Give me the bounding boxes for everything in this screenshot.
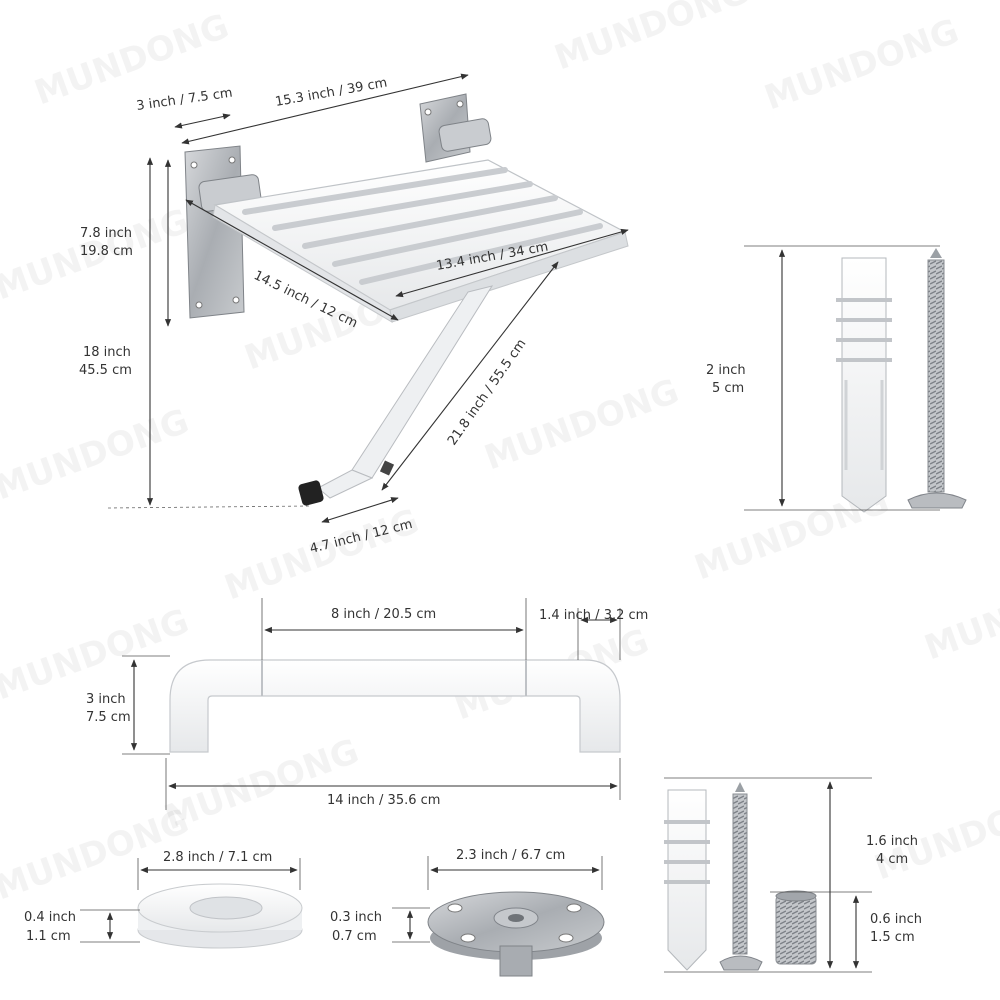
watermark: MUNDONG [219, 501, 424, 608]
watermark: MUNDONG [479, 371, 684, 478]
seat-total-height-cm: 45.5 cm [79, 363, 132, 378]
short-screw-inch: 0.6 inch [870, 912, 922, 927]
long-screw-inch: 1.6 inch [866, 834, 918, 849]
plate-thickness-inch: 0.3 inch [330, 910, 382, 925]
mount-plate-illustration [427, 891, 605, 977]
ring-cover-dimensions: 2.8 inch / 7.1 cm 0.4 inch 1.1 cm [24, 850, 301, 944]
watermark: MUNDONG [919, 561, 1000, 668]
plate-diameter-label: 2.3 inch / 6.7 cm [456, 848, 565, 863]
large-anchor-dimensions: 2 inch 5 cm [706, 245, 940, 511]
ring-thickness-inch: 0.4 inch [24, 910, 76, 925]
seat-small-width-label: 3 inch / 7.5 cm [135, 86, 233, 114]
seat-upper-height-inch: 7.8 inch [80, 226, 132, 241]
ring-diameter-label: 2.8 inch / 7.1 cm [163, 850, 272, 865]
plate-thickness-cm: 0.7 cm [332, 929, 377, 944]
anchor-height-inch: 2 inch [706, 363, 746, 378]
mount-plate-dimensions: 2.3 inch / 6.7 cm 0.3 inch 0.7 cm [330, 848, 603, 944]
screw-set-dimensions: 1.6 inch 4 cm 0.6 inch 1.5 cm [664, 777, 922, 973]
screw-set-illustration [664, 782, 817, 971]
handle-height-cm: 7.5 cm [86, 710, 131, 725]
watermark: MUNDONG [759, 11, 964, 118]
anchor-height-cm: 5 cm [712, 381, 744, 396]
handle-end-length: 1.4 inch / 3.2 cm [539, 608, 648, 623]
watermark: MUNDONG [0, 401, 194, 508]
long-screw-cm: 4 cm [876, 852, 908, 867]
large-anchor-screw-illustration [836, 248, 967, 513]
grab-handle-dimensions: 8 inch / 20.5 cm 1.4 inch / 3.2 cm 3 inc… [86, 598, 648, 810]
grab-handle-illustration [169, 659, 621, 753]
short-screw-cm: 1.5 cm [870, 930, 915, 945]
ring-cover-illustration [137, 883, 303, 949]
handle-height-inch: 3 inch [86, 692, 126, 707]
watermark: MUNDONG [549, 0, 754, 78]
handle-grip-length: 8 inch / 20.5 cm [331, 607, 436, 622]
handle-total-length: 14 inch / 35.6 cm [327, 793, 440, 808]
ring-thickness-cm: 1.1 cm [26, 929, 71, 944]
seat-total-height-inch: 18 inch [83, 345, 131, 360]
seat-upper-height-cm: 19.8 cm [80, 244, 133, 259]
seat-width-label: 15.3 inch / 39 cm [274, 75, 388, 109]
